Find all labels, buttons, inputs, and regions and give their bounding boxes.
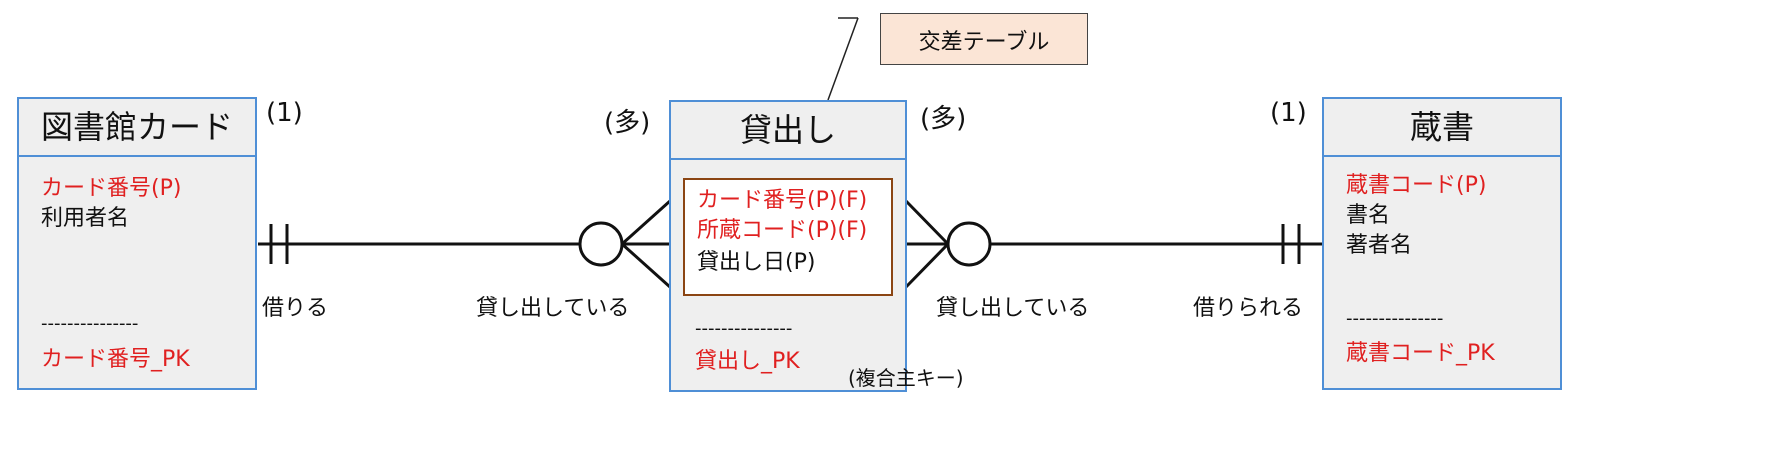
crowfoot-left-bottom [620, 242, 672, 289]
attribute-book-title: 書名 [1346, 203, 1391, 228]
crowfoot-left-top [620, 199, 672, 246]
cardinality-card-side: (1) [266, 98, 303, 128]
relationship-label-lending-left: 貸し出している [476, 296, 630, 321]
relationship-label-is-borrowed: 借りられる [1193, 296, 1304, 321]
attribute-separator: --------------- [1346, 308, 1444, 329]
entity-title: 蔵書 [1324, 99, 1560, 157]
entity-loan: 貸出し カード番号(P)(F) 所蔵コード(P)(F) 貸出し日(P) ----… [669, 100, 907, 392]
entity-library-card: 図書館カード カード番号(P) 利用者名 --------------- カード… [17, 97, 257, 390]
entity-title: 貸出し [671, 102, 905, 160]
entity-collection: 蔵書 蔵書コード(P) 書名 著者名 --------------- 蔵書コード… [1322, 97, 1562, 390]
entity-title-text: 貸出し [739, 111, 836, 149]
crowfoot-right-bottom [904, 242, 950, 289]
callout-pointer-line [827, 17, 859, 101]
optional-circle-right [946, 221, 992, 267]
attribute-separator: --------------- [41, 313, 139, 334]
cardinality-collection-side: (1) [1270, 98, 1307, 128]
attribute-card-number: カード番号(P) [41, 176, 182, 201]
cardinality-loan-left: (多) [604, 108, 651, 138]
attribute-author-name: 著者名 [1346, 233, 1413, 258]
entity-title: 図書館カード [19, 99, 255, 157]
composite-key-note: (複合主キー) [848, 366, 964, 390]
callout-text: 交差テーブル [918, 30, 1050, 55]
callout-box: 交差テーブル [880, 13, 1088, 65]
composite-key-box: カード番号(P)(F) 所蔵コード(P)(F) 貸出し日(P) [683, 178, 893, 296]
entity-title-text: 蔵書 [1409, 108, 1474, 146]
attribute-separator: --------------- [695, 318, 793, 339]
entity-title-text: 図書館カード [40, 108, 233, 146]
attribute-user-name: 利用者名 [41, 206, 130, 231]
primary-key-name: 貸出し_PK [695, 349, 800, 374]
crowfoot-right-top [904, 199, 950, 246]
attribute-card-number-fk: カード番号(P)(F) [697, 188, 868, 213]
attribute-collection-code: 蔵書コード(P) [1346, 173, 1487, 198]
attribute-collection-code-fk: 所蔵コード(P)(F) [697, 218, 868, 243]
optional-circle-left [578, 221, 624, 267]
relationship-label-lending-right: 貸し出している [936, 296, 1090, 321]
primary-key-name: 蔵書コード_PK [1346, 341, 1495, 366]
attribute-loan-date: 貸出し日(P) [697, 250, 816, 275]
primary-key-name: カード番号_PK [41, 347, 190, 372]
cardinality-loan-right: (多) [920, 104, 967, 134]
relationship-label-borrows: 借りる [262, 296, 329, 321]
